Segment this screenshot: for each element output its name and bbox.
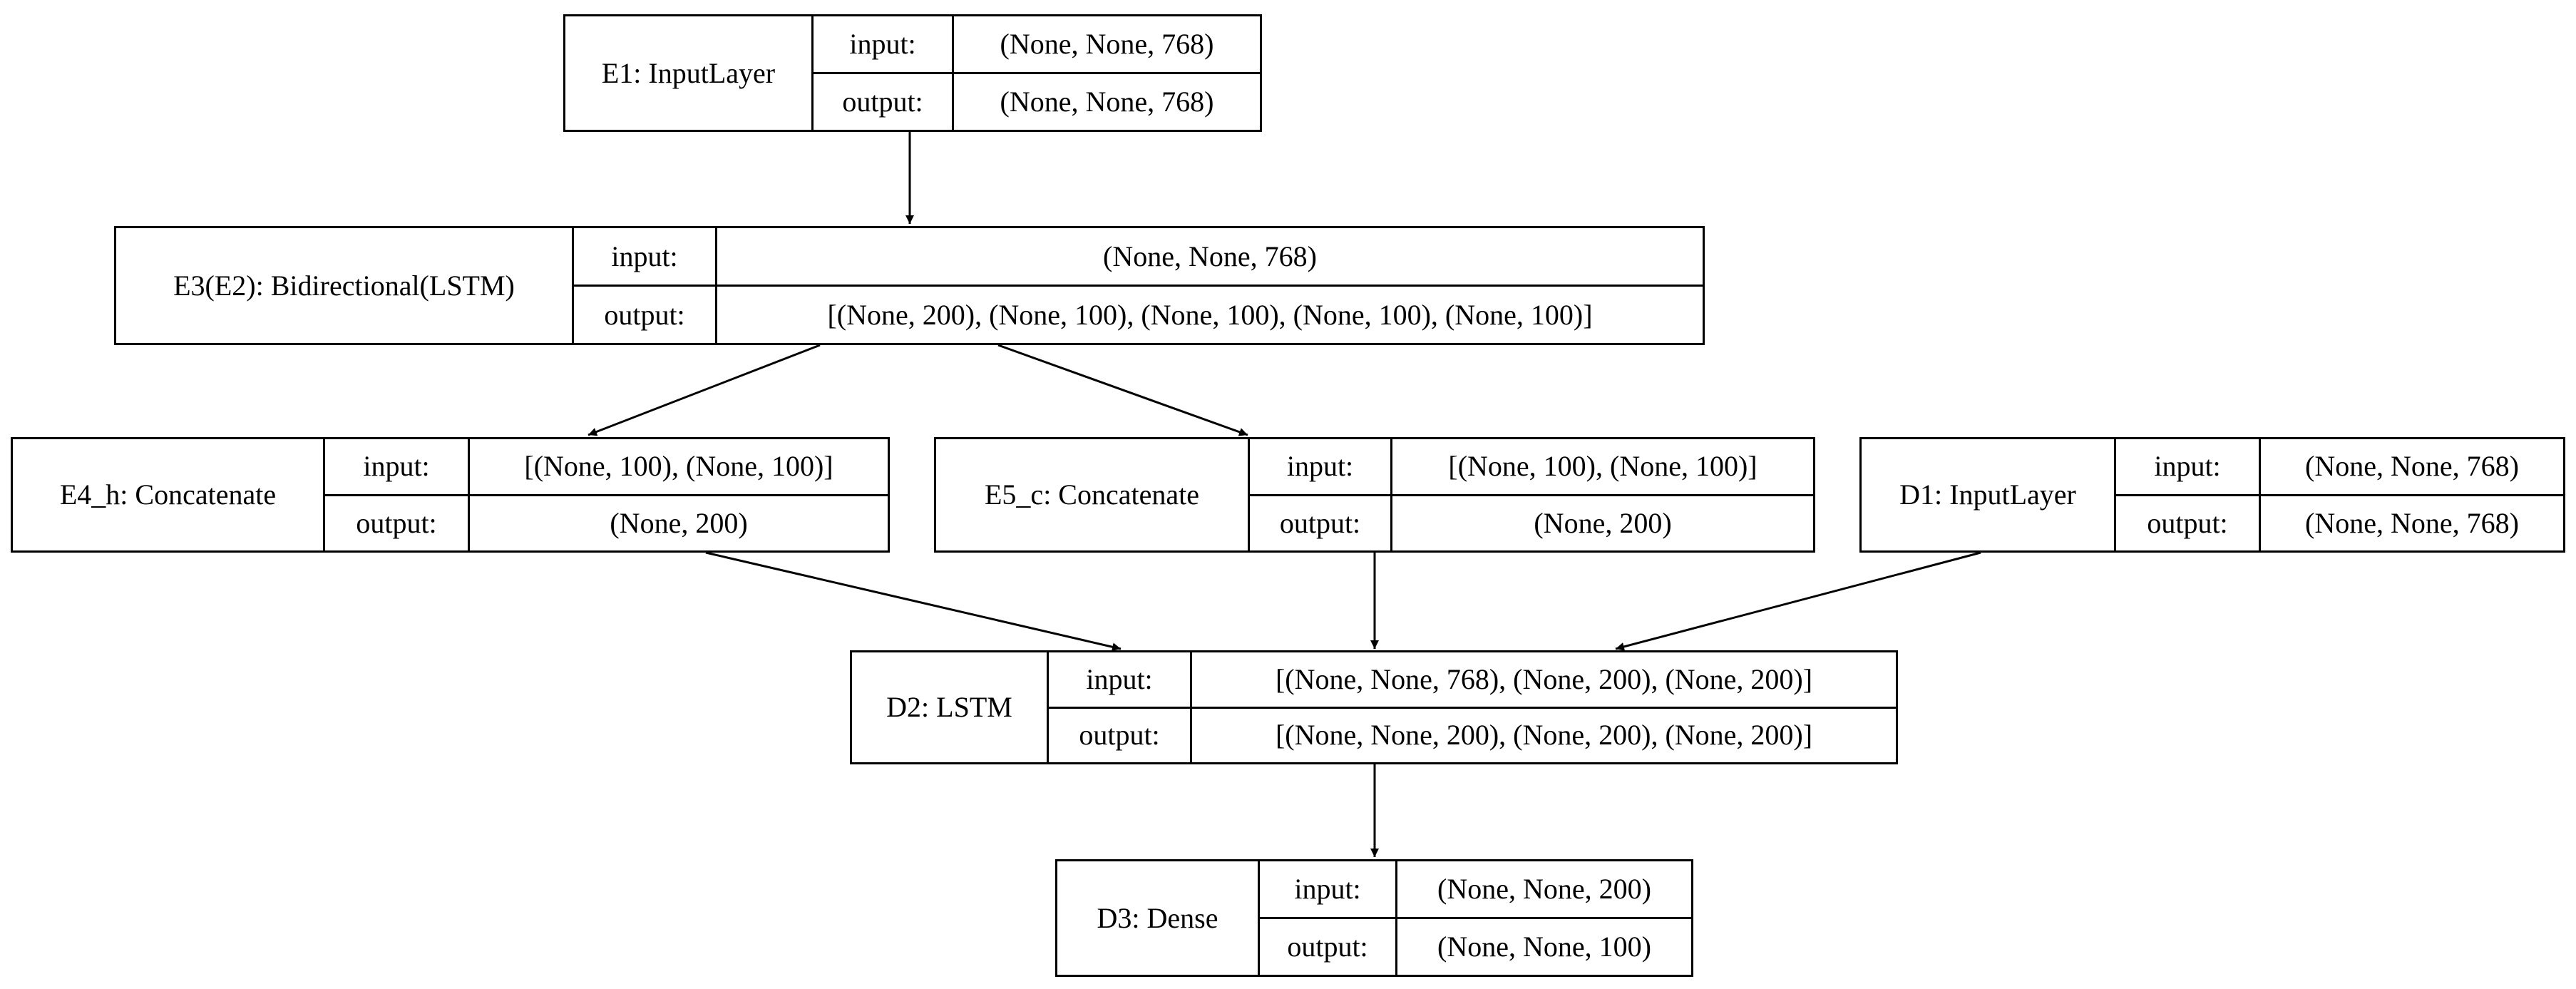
output-label: output: [2147,506,2228,539]
input-label: input: [574,228,715,287]
edge-e4-to-d2 [705,551,1122,652]
edge-e3-to-e5 [997,344,1248,436]
output-label: output: [604,298,685,331]
node-e4-concatenate: E4_h: Concatenate input: output: [(None,… [11,437,890,553]
input-shape: [(None, 100), (None, 100)] [1392,439,1813,496]
node-title: E5_c: Concatenate [936,439,1250,550]
node-title: D2: LSTM [852,652,1049,762]
node-title: D3: Dense [1057,861,1260,975]
node-e1-inputlayer: E1: InputLayer input: output: (None, Non… [563,14,1262,132]
node-d1-inputlayer: D1: InputLayer input: output: (None, Non… [1859,437,2565,553]
output-shape: (None, None, 768) [2305,506,2519,539]
output-shape: (None, None, 768) [1000,86,1214,118]
node-title: E1: InputLayer [565,16,814,130]
input-label: input: [325,439,468,496]
output-shape: [(None, None, 200), (None, 200), (None, … [1275,719,1813,752]
input-shape: [(None, None, 768), (None, 200), (None, … [1192,652,1896,709]
input-label: input: [1049,652,1190,709]
output-shape: (None, None, 100) [1437,931,1651,963]
node-d2-lstm: D2: LSTM input: output: [(None, None, 76… [850,650,1898,764]
input-shape: (None, None, 768) [2261,439,2563,496]
output-shape: (None, 200) [1534,506,1672,539]
input-shape: (None, None, 768) [954,16,1260,74]
output-label: output: [1079,719,1160,752]
input-label: input: [814,16,952,74]
output-label: output: [842,86,923,118]
input-label: input: [2116,439,2259,496]
output-label: output: [1279,506,1361,539]
output-shape: (None, 200) [610,506,748,539]
input-shape: (None, None, 200) [1397,861,1691,919]
node-title: E4_h: Concatenate [13,439,325,550]
edge-e3-to-e4 [587,344,821,436]
node-title: E3(E2): Bidirectional(LSTM) [116,228,574,343]
input-label: input: [1260,861,1395,919]
output-shape: [(None, 200), (None, 100), (None, 100), … [827,298,1593,331]
node-e5-concatenate: E5_c: Concatenate input: output: [(None,… [934,437,1815,553]
edge-d1-to-d2 [1615,551,1981,651]
node-title: D1: InputLayer [1862,439,2116,550]
output-label: output: [356,506,437,539]
input-label: input: [1250,439,1390,496]
output-label: output: [1287,931,1368,963]
input-shape: [(None, 100), (None, 100)] [470,439,888,496]
node-e3-bidirectional-lstm: E3(E2): Bidirectional(LSTM) input: outpu… [114,226,1705,345]
node-d3-dense: D3: Dense input: output: (None, None, 20… [1055,859,1693,977]
input-shape: (None, None, 768) [717,228,1703,287]
